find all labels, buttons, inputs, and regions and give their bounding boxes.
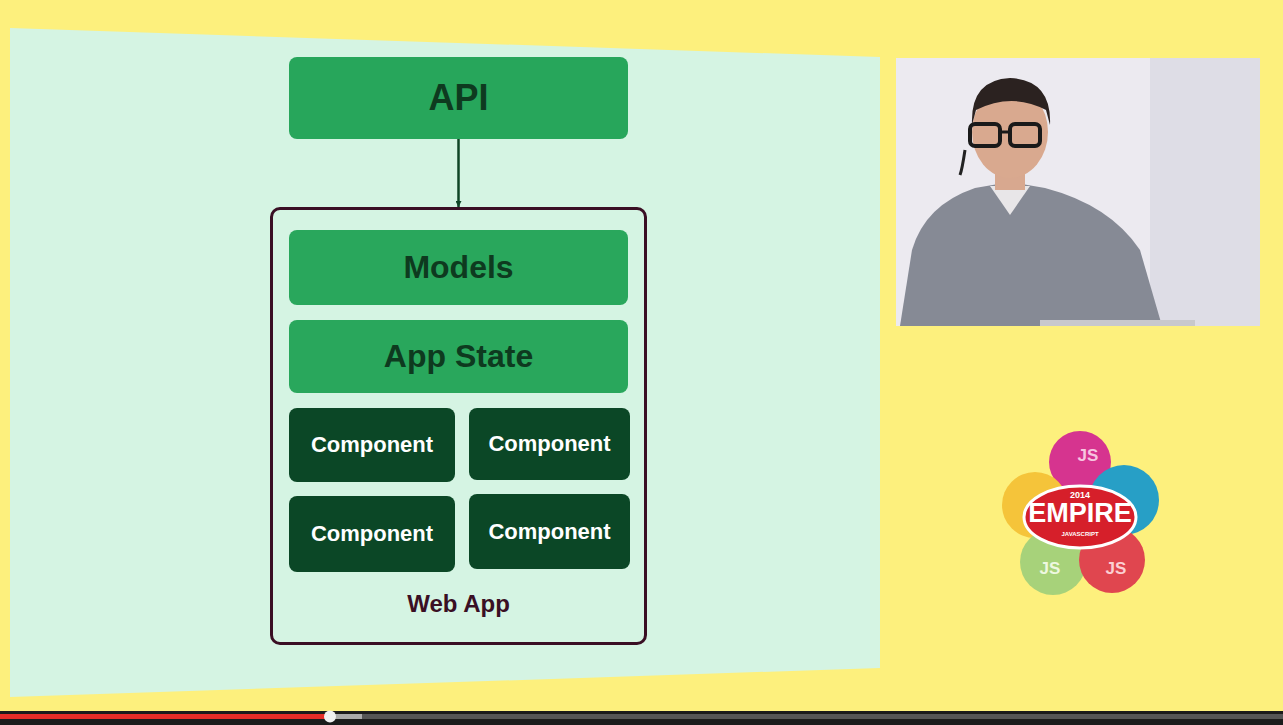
component-box: Component [289,408,455,482]
box-label: Component [488,431,610,457]
box-label: API [428,77,488,119]
logo-title: EMPIRE [1028,500,1132,527]
component-box: Component [469,494,630,569]
logo-year: 2014 [1070,491,1090,500]
slide-panel [10,28,880,697]
component-box: Component [469,408,630,480]
state-box: App State [289,320,628,393]
model-box: Models [289,230,628,305]
event-logo [1002,431,1159,595]
logo-subtitle: JAVASCRIPT [1061,531,1098,537]
box-label: Models [403,249,513,286]
api-box: API [289,57,628,139]
video-controls [0,711,1283,725]
logo-mark: JS [1040,560,1061,577]
logo-mark: JS [1078,447,1099,464]
box-label: App State [384,338,533,375]
component-box: Component [289,496,455,572]
flow-arrow [457,139,460,207]
box-label: Component [311,521,433,547]
logo-mark: JS [1106,560,1127,577]
box-label: Component [311,432,433,458]
app-container: Web AppModelsApp StateComponentComponent… [270,207,647,645]
box-label: Component [488,519,610,545]
container-label: Web App [273,590,644,618]
presenter-photo [896,58,1260,326]
